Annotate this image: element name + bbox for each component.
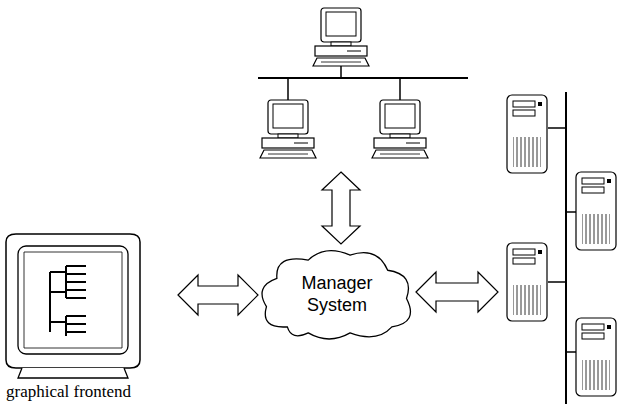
cloud-node: Manager System	[256, 246, 418, 342]
double-arrow	[178, 275, 258, 315]
monitor-node: graphical frontend	[2, 232, 186, 402]
cloud-shape	[256, 246, 418, 342]
caption-label: graphical frontend	[6, 382, 131, 402]
node-label: Manager System	[283, 272, 391, 316]
monitor-icon	[2, 232, 144, 382]
